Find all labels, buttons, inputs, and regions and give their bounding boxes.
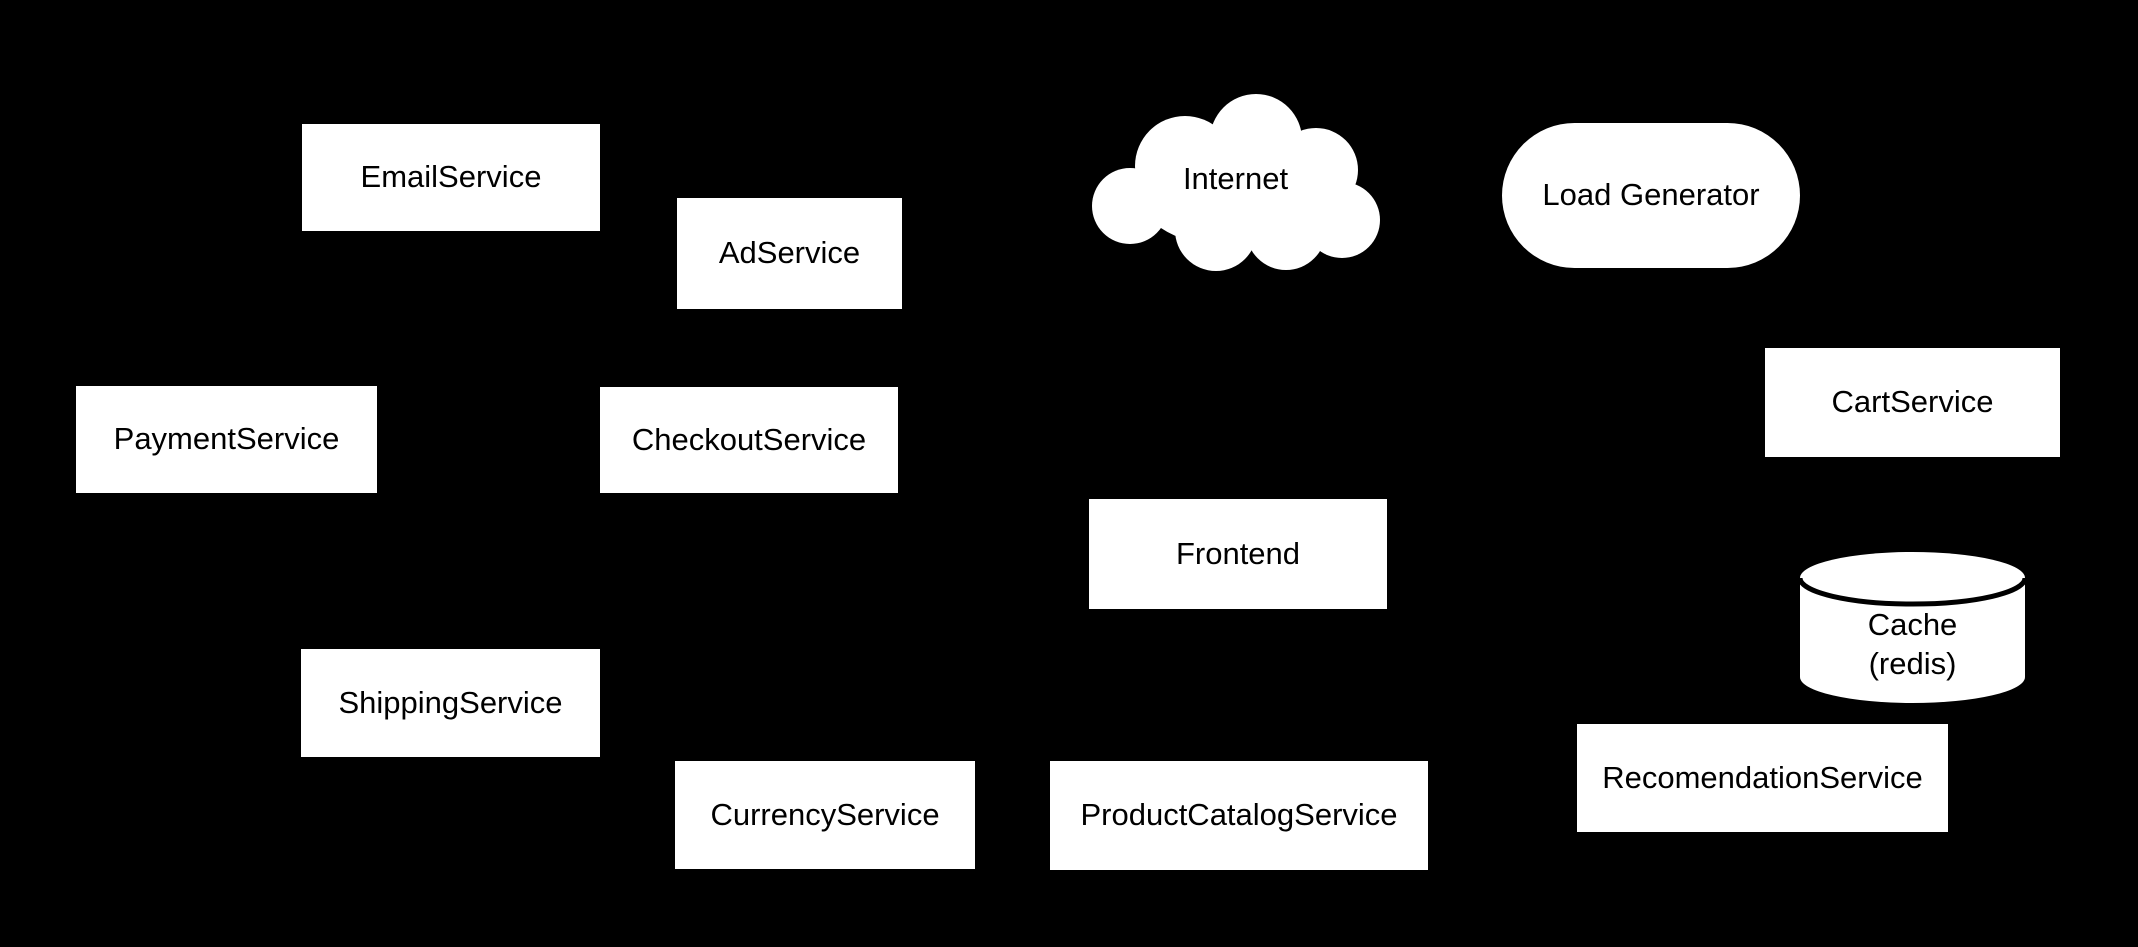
node-shipping-service-label: ShippingService [338,684,563,720]
node-ad-service: AdService [677,198,902,309]
node-cart-service: CartService [1765,348,2060,457]
database-cylinder-icon [1800,552,2025,703]
node-ad-service-label: AdService [718,235,861,271]
node-cache-redis-label: Cache (redis) [1867,606,1958,681]
node-recomendation-service-label: RecomendationService [1602,759,1923,795]
node-product-catalog-service-label: ProductCatalogService [1080,797,1398,833]
node-load-generator-label: Load Generator [1542,177,1760,213]
node-internet-label: Internet [1182,161,1289,197]
node-payment-service: PaymentService [76,386,377,493]
node-cache-redis: Cache (redis) [1800,552,2025,703]
node-frontend-label: Frontend [1175,535,1301,571]
node-checkout-service-label: CheckoutService [631,421,867,457]
node-cart-service-label: CartService [1831,384,1994,420]
node-internet: Internet [1088,88,1383,271]
node-email-service-label: EmailService [360,159,542,195]
node-load-generator: Load Generator [1502,123,1800,268]
node-frontend: Frontend [1089,499,1387,609]
node-product-catalog-service: ProductCatalogService [1050,761,1428,870]
node-payment-service-label: PaymentService [113,421,340,457]
node-checkout-service: CheckoutService [600,387,898,493]
cloud-icon [1092,94,1380,271]
node-recomendation-service: RecomendationService [1577,724,1948,832]
node-shipping-service: ShippingService [301,649,600,757]
node-email-service: EmailService [302,124,600,231]
node-currency-service-label: CurrencyService [710,796,940,832]
node-currency-service: CurrencyService [675,761,975,869]
